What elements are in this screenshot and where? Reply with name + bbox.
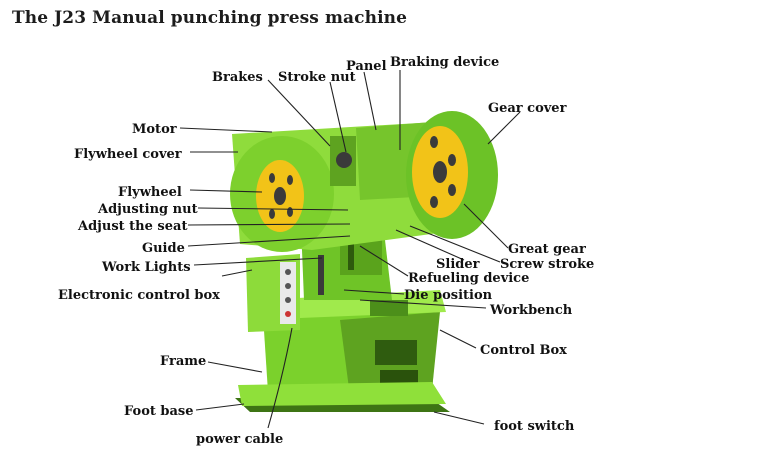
leader-stroke-nut — [329, 81, 347, 153]
label-stroke-nut: Stroke nut — [278, 70, 356, 85]
leader-flywheel — [189, 189, 263, 193]
foot-base — [238, 382, 446, 406]
label-work-lights: Work Lights — [101, 260, 191, 275]
machine-illustration — [230, 111, 498, 412]
leader-guide — [187, 235, 351, 247]
label-electronic-control-box: Electronic control box — [58, 288, 220, 303]
label-screw-stroke: Screw stroke — [500, 257, 594, 272]
label-flywheel-cover: Flywheel cover — [74, 147, 182, 162]
control-knob-1 — [285, 269, 291, 275]
label-motor: Motor — [132, 122, 177, 137]
leader-adjust-the-seat — [187, 223, 351, 226]
leader-slider — [395, 229, 465, 261]
control-knob-3 — [285, 297, 291, 303]
flywheel-hole-1 — [269, 173, 275, 183]
label-adjusting-nut: Adjusting nut — [97, 202, 198, 217]
control-panel-face — [280, 262, 296, 324]
flywheel-hole-3 — [269, 209, 275, 219]
great-gear-hole-3 — [430, 196, 438, 208]
flywheel-hub — [274, 187, 286, 205]
part-labels: Brakes Stroke nut Panel Braking device G… — [58, 55, 594, 447]
label-gear-cover: Gear cover — [488, 101, 567, 116]
leader-screw-stroke — [409, 225, 501, 263]
leader-die-position — [343, 289, 405, 295]
leader-adjusting-nut — [197, 207, 349, 211]
control-knob-4 — [285, 311, 291, 317]
page-title: The J23 Manual punching press machine — [12, 8, 408, 28]
label-flywheel: Flywheel — [118, 185, 182, 200]
great-gear-hub — [433, 161, 447, 183]
flywheel-hole-2 — [287, 175, 293, 185]
label-refueling-device: Refueling device — [408, 271, 529, 286]
label-power-cable: power cable — [196, 432, 283, 447]
frame-opening-upper — [375, 340, 417, 365]
label-great-gear: Great gear — [508, 242, 586, 257]
label-panel: Panel — [346, 59, 387, 74]
label-slider: Slider — [436, 257, 480, 272]
label-brakes: Brakes — [212, 70, 263, 85]
great-gear-hole-1 — [430, 136, 438, 148]
label-foot-base: Foot base — [124, 404, 194, 419]
great-gear-hole-4 — [448, 184, 456, 196]
die-position-block — [370, 300, 408, 316]
flywheel-hole-4 — [287, 207, 293, 217]
leader-panel — [363, 71, 377, 131]
work-light-arm — [318, 255, 324, 295]
label-die-position: Die position — [404, 288, 493, 303]
label-adjust-the-seat: Adjust the seat — [77, 219, 187, 234]
leader-frame — [207, 361, 263, 373]
leader-brakes — [267, 79, 331, 147]
control-knob-2 — [285, 283, 291, 289]
leader-electronic-control-box — [221, 269, 253, 277]
great-gear-hole-2 — [448, 154, 456, 166]
leader-control-box — [439, 329, 477, 349]
leader-great-gear — [463, 203, 509, 249]
leader-gear-cover — [487, 111, 521, 145]
leader-workbench — [359, 299, 487, 309]
label-frame: Frame — [160, 354, 206, 369]
stroke-nut-shape — [336, 152, 352, 168]
label-workbench: Workbench — [489, 303, 573, 318]
label-control-box: Control Box — [480, 343, 567, 358]
leader-power-cable — [267, 327, 293, 429]
label-braking-device: Braking device — [390, 55, 499, 70]
leader-foot-base — [195, 403, 245, 411]
label-guide: Guide — [142, 241, 185, 256]
label-foot-switch: foot switch — [494, 419, 575, 434]
leader-motor — [179, 127, 273, 133]
leader-foot-switch — [433, 411, 485, 425]
leader-work-lights — [193, 257, 323, 266]
leader-refueling-device — [359, 245, 409, 277]
leader-lines — [179, 70, 521, 429]
